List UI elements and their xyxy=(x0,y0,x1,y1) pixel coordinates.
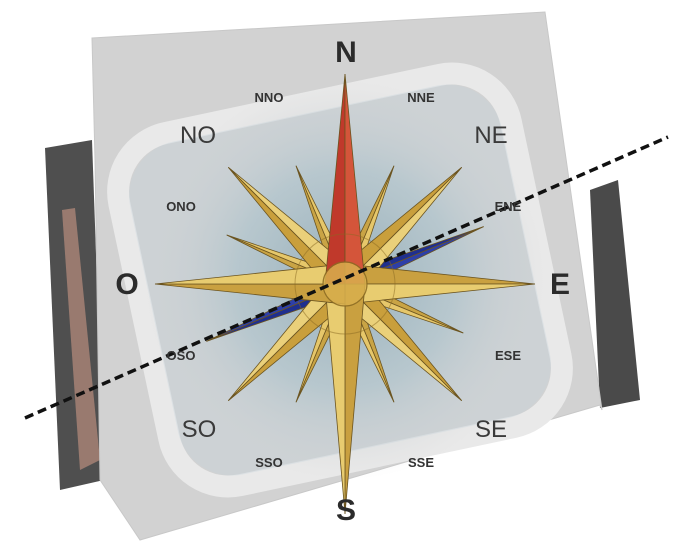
background-slab xyxy=(45,140,640,490)
label-northeast: NE xyxy=(474,122,507,149)
rose-center-hub xyxy=(322,261,368,307)
label-sso: SSO xyxy=(255,455,282,470)
label-nno: NNO xyxy=(255,90,284,105)
dashed-axis-line xyxy=(24,135,669,420)
label-ono: ONO xyxy=(166,199,196,214)
direction-labels: N S E O NE NO SE SO NNE NNO ENE ONO ESE … xyxy=(115,36,570,527)
label-east: E xyxy=(550,268,570,301)
label-northwest: NO xyxy=(180,122,216,149)
label-ene: ENE xyxy=(495,199,522,214)
label-south: S xyxy=(336,494,356,527)
label-ese: ESE xyxy=(495,348,521,363)
label-southwest: SO xyxy=(182,416,217,443)
label-west: O xyxy=(115,268,138,301)
label-nne: NNE xyxy=(407,90,435,105)
label-north: N xyxy=(335,36,357,69)
rose-inner-ring xyxy=(294,233,396,335)
label-oso: OSO xyxy=(167,348,196,363)
label-southeast: SE xyxy=(475,416,507,443)
label-sse: SSE xyxy=(408,455,434,470)
compass-rose-icon xyxy=(154,73,536,515)
